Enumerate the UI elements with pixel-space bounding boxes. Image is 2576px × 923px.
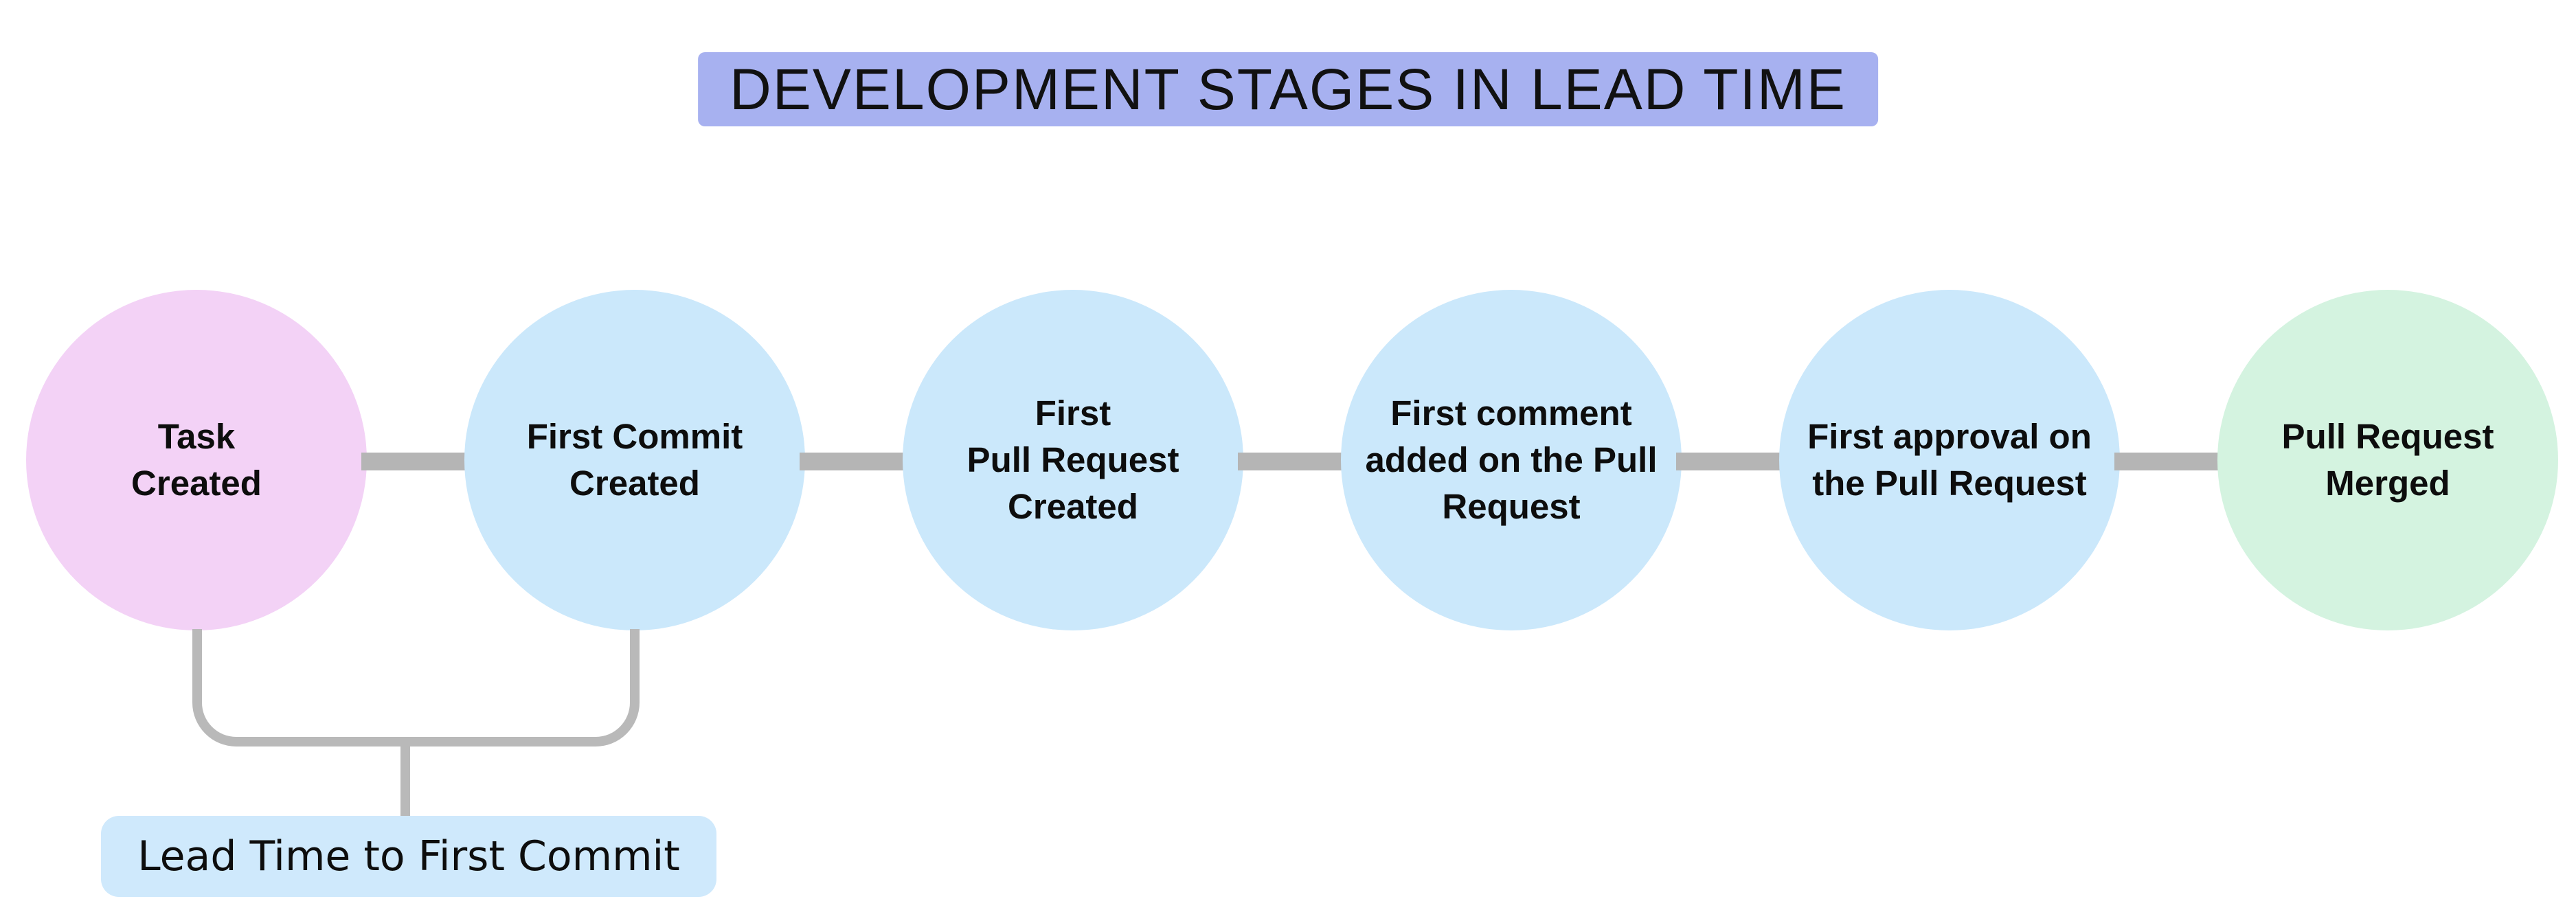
lead-time-bracket (192, 629, 640, 747)
stage-connector-1 (361, 453, 470, 470)
lead-time-bracket-stem (400, 742, 410, 819)
stage-circle-pull-request-merged: Pull Request Merged (2217, 290, 2558, 630)
stage-circle-first-approval: First approval on the Pull Request (1779, 290, 2120, 630)
stage-circle-first-comment-added: First comment added on the Pull Request (1341, 290, 1682, 630)
stage-circle-task-created: Task Created (26, 290, 367, 630)
stage-connector-3 (1238, 453, 1346, 470)
stage-circle-first-commit-created: First Commit Created (464, 290, 805, 630)
lead-time-annotation: Lead Time to First Commit (101, 816, 716, 897)
stage-circle-first-pull-request-created: First Pull Request Created (903, 290, 1243, 630)
diagram-title: DEVELOPMENT STAGES IN LEAD TIME (698, 52, 1878, 126)
stage-connector-4 (1676, 453, 1785, 470)
stage-connector-2 (800, 453, 908, 470)
stage-connector-5 (2114, 453, 2223, 470)
